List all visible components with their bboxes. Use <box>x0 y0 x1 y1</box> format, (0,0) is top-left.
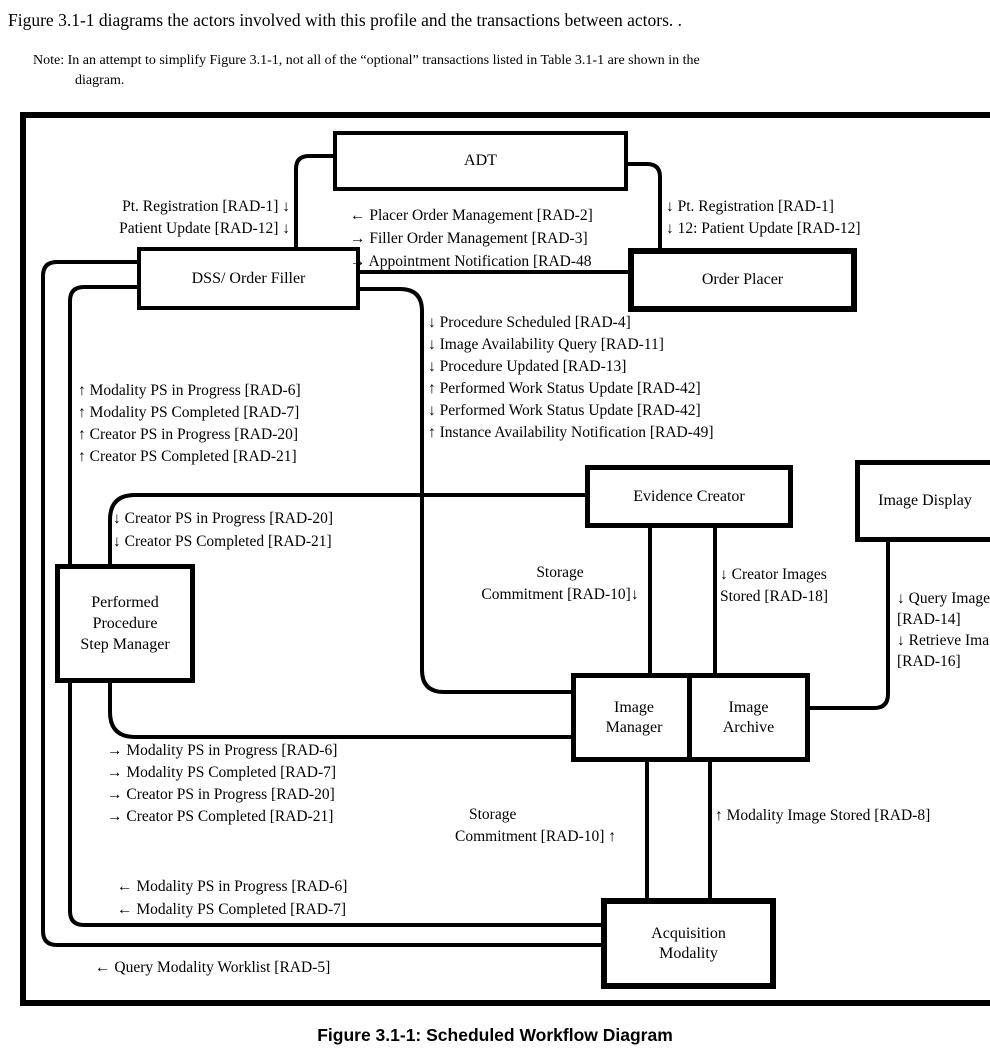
label-modality-ps-left: ← Modality PS in Progress [RAD-6] ← Moda… <box>117 878 348 918</box>
actor-box-image-archive: Image Archive <box>687 673 810 762</box>
connector-dss-acquisition-modality-worklist <box>41 260 603 947</box>
actor-box-image-manager: Image Manager <box>571 673 697 762</box>
actor-box-evidence-creator: Evidence Creator <box>585 465 793 528</box>
intro-paragraph: Figure 3.1-1 diagrams the actors involve… <box>8 10 683 30</box>
actor-label-adt: ADT <box>464 152 497 169</box>
label-modality-ps-right: → Modality PS in Progress [RAD-6] → Moda… <box>107 742 338 825</box>
actor-label-evidence-creator: Evidence Creator <box>633 487 745 505</box>
actor-label-acquisition-modality: Acquisition Modality <box>651 924 726 962</box>
label-pt-registration-left: Pt. Registration [RAD-1] ↓ Patient Updat… <box>119 198 290 237</box>
actor-box-dss-order-filler: DSS/ Order Filler <box>137 247 360 310</box>
label-procedure-scheduled-block: ↓ Procedure Scheduled [RAD-4] ↓ Image Av… <box>428 314 714 441</box>
note-line-1: Note: In an attempt to simplify Figure 3… <box>33 53 700 68</box>
connector-adt-dss <box>294 154 333 249</box>
label-creator-images-stored: ↓ Creator Images Stored [RAD-18] <box>720 566 829 605</box>
diagram-frame <box>20 112 990 1006</box>
note-line-2: diagram. <box>75 73 125 88</box>
label-pt-registration-right: ↓ Pt. Registration [RAD-1] ↓ 12: Patient… <box>666 198 861 237</box>
actor-box-performed-procedure-step-manager: Performed Procedure Step Manager <box>55 564 195 683</box>
label-query-modality-worklist: ← Query Modality Worklist [RAD-5] <box>95 959 331 976</box>
actor-box-order-placer: Order Placer <box>628 248 857 312</box>
actor-label-image-manager: Image Manager <box>605 698 663 736</box>
label-modality-ps-up: ↑ Modality PS in Progress [RAD-6] ↑ Moda… <box>78 382 301 465</box>
actor-box-image-display: Image Display <box>855 460 990 542</box>
connector-adt-order-placer <box>620 162 662 250</box>
actor-box-acquisition-modality: Acquisition Modality <box>601 898 776 989</box>
label-creator-ps-down: ↓ Creator PS in Progress [RAD-20] ↓ Crea… <box>113 510 333 550</box>
figure-caption: Figure 3.1-1: Scheduled Workflow Diagram <box>317 1025 673 1045</box>
connector-image-archive-image-display <box>798 530 890 710</box>
actor-label-dss-order-filler: DSS/ Order Filler <box>191 269 306 287</box>
actor-label-image-display: Image Display <box>878 492 972 509</box>
label-modality-image-stored: ↑ Modality Image Stored [RAD-8] <box>715 807 931 824</box>
label-query-retrieve-images: ↓ Query Image [RAD-14] ↓ Retrieve Ima [R… <box>897 590 990 670</box>
actor-box-adt: ADT <box>333 131 628 191</box>
connector-dss-image-manager <box>352 287 573 694</box>
label-storage-commitment-bottom: Storage Commitment [RAD-10] ↑ <box>455 806 617 845</box>
actor-label-image-archive: Image Archive <box>722 698 775 736</box>
actor-label-order-placer: Order Placer <box>701 271 784 288</box>
label-storage-commitment-top: Storage Commitment [RAD-10]↓ <box>481 564 639 603</box>
actor-label-performed-procedure-step-manager: Performed Procedure Step Manager <box>80 594 170 653</box>
label-order-management: ← Placer Order Management [RAD-2] → Fill… <box>350 207 593 270</box>
